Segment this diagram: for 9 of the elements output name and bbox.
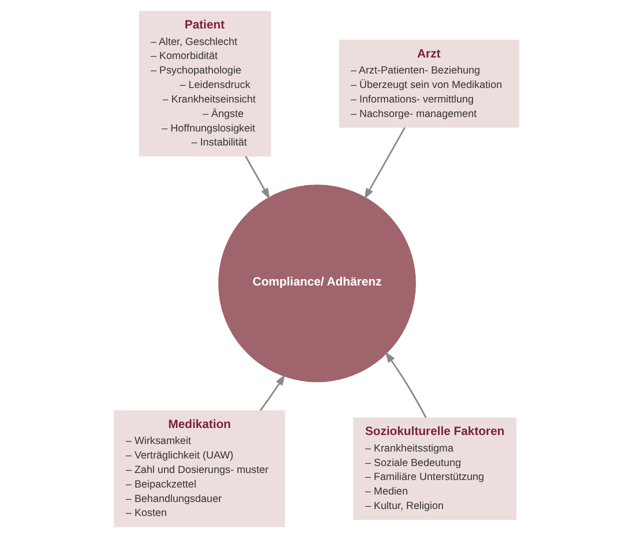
node-box: Medikation – Wirksamkeit – Verträglichkeit (UAW) – Zahl und Dosierungs- muster – Beipackzettel – Behandlungsdauer – Kosten: [113, 410, 285, 528]
node-box: Soziokulturelle Faktoren – Krankheitsstigma – Soziale Bedeutung – Familiäre Unterstützung – Medien – Kultur, Religion: [352, 417, 516, 520]
arrow: [259, 374, 285, 411]
arrow: [244, 156, 270, 200]
node-box: Arzt – Arzt-Patienten- Beziehung – Überzeugt sein von Medikation – Informations- vermittlung – Nachsorge- management: [338, 40, 519, 128]
arrow: [364, 127, 406, 200]
node-circle: Compliance/ Adhärenz: [218, 184, 416, 382]
arrow: [384, 351, 426, 418]
node-box: Patient – Alter, Geschlecht – Komorbidität – Psychopathologie – Leidensdruck – Krankheitseinsicht – Ängste – Hoffnungslosigkeit – Instabilität: [138, 10, 271, 157]
